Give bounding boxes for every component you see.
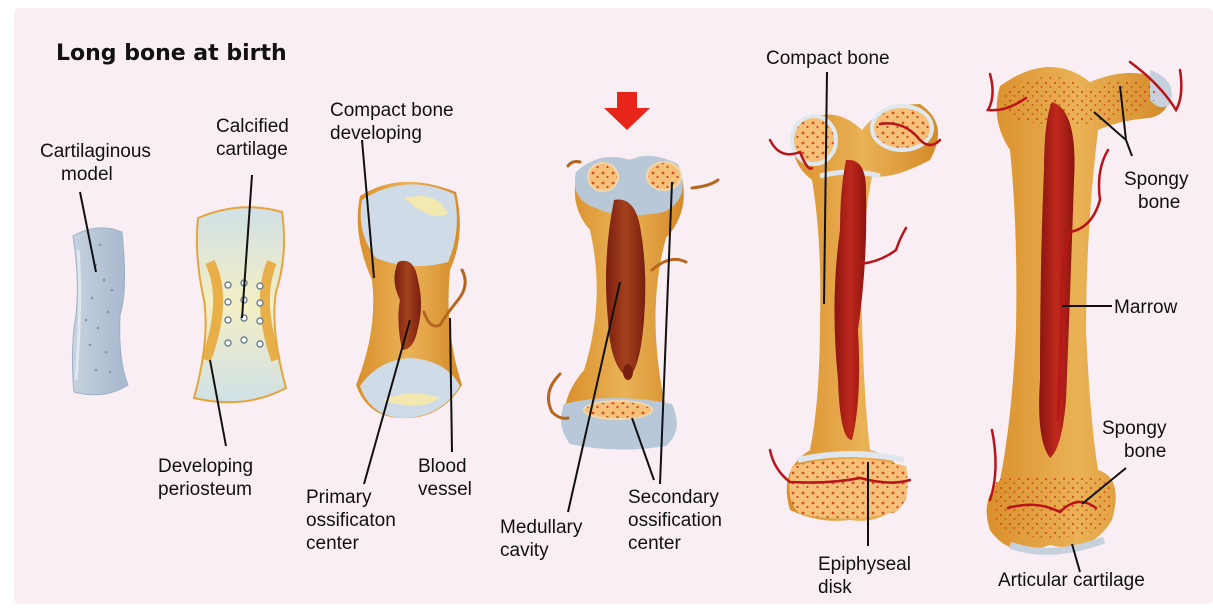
label-compact-bone: Compact bone [766, 48, 890, 69]
label-developing-periosteum: Developing periosteum [158, 456, 258, 500]
calcified-cartilage-shape [194, 207, 286, 402]
label-calcified-cartilage: Calcified cartilage [216, 116, 294, 160]
label-articular-cartilage: Articular cartilage [998, 570, 1145, 591]
figure-title: Long bone at birth [56, 41, 287, 66]
label-spongy-bone-top: Spongy bone [1124, 169, 1194, 213]
cartilaginous-model-shape [72, 228, 128, 395]
red-arrow-icon [604, 92, 650, 130]
label-cartilaginous-model: Cartilaginous model [40, 141, 156, 185]
label-primary-ossification-center: Primary ossificaton center [306, 487, 401, 554]
label-blood-vessel: Blood vessel [418, 456, 472, 500]
label-epiphyseal-disk: Epiphyseal disk [818, 554, 916, 598]
label-compact-bone-developing: Compact bone developing [330, 100, 459, 144]
label-spongy-bone-bottom: Spongy bone [1102, 418, 1172, 462]
label-secondary-ossification-center: Secondary ossification center [628, 487, 727, 554]
primary-ossification-shape [356, 182, 465, 418]
leader-blood-vessel [450, 318, 452, 452]
label-marrow: Marrow [1114, 297, 1178, 318]
label-medullary-cavity: Medullary cavity [500, 517, 588, 561]
secondary-ossification-shape [548, 156, 718, 450]
epiphyseal-disk-bone-shape [770, 104, 940, 521]
